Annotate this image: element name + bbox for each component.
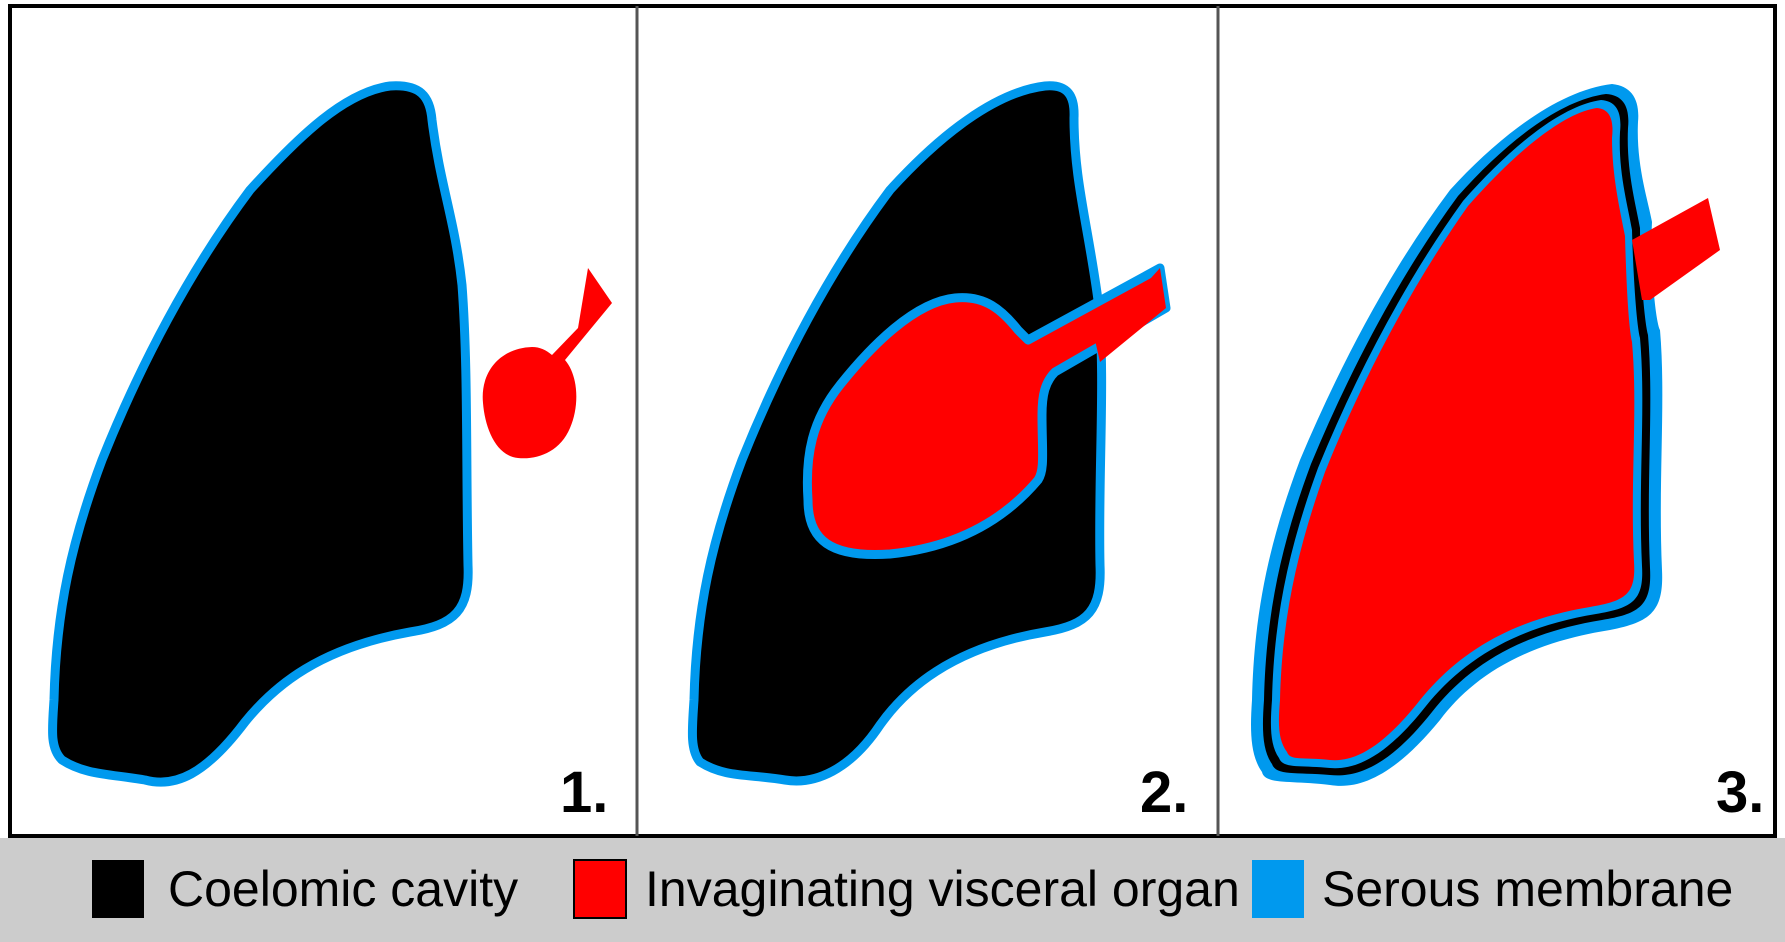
panel-number-1: 1. <box>560 760 608 825</box>
legend-swatch-serous-membrane <box>1252 860 1304 918</box>
legend-label-coelomic-cavity: Coelomic cavity <box>168 861 518 917</box>
legend-swatch-visceral-organ <box>574 860 626 918</box>
legend-swatch-coelomic-cavity <box>92 860 144 918</box>
legend-label-visceral-organ: Invaginating visceral organ <box>645 861 1240 917</box>
panel-number-3: 3. <box>1716 760 1764 825</box>
legend-label-serous-membrane: Serous membrane <box>1322 861 1733 917</box>
legend: Coelomic cavity Invaginating visceral or… <box>0 838 1785 942</box>
panel-number-2: 2. <box>1140 760 1188 825</box>
